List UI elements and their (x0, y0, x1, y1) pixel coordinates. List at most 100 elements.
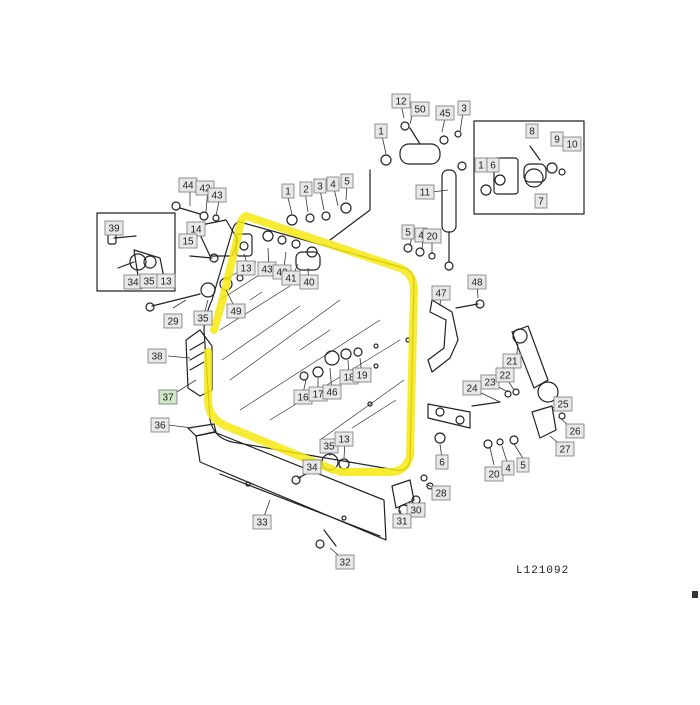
callout-box (326, 176, 340, 192)
lower-arm (427, 401, 519, 449)
callout-label: 22 (499, 371, 511, 382)
callout-box (252, 514, 272, 530)
callout-label: 19 (356, 371, 368, 382)
callout-box (406, 502, 426, 518)
callout-6: 6 (435, 454, 449, 470)
callout-box (340, 173, 354, 189)
callout-label: 10 (566, 140, 578, 151)
callout-box (391, 93, 411, 109)
callout-box (415, 184, 435, 200)
callout-label: 15 (182, 237, 194, 248)
callout-19: 19 (352, 367, 372, 383)
callout-label: 1 (285, 187, 291, 198)
callout-35: 35 (139, 273, 159, 289)
callout-label: 3 (317, 182, 323, 193)
callout-box (462, 380, 482, 396)
center-fixings (299, 337, 411, 407)
callout-1: 1 (374, 123, 388, 139)
callout-1: 1 (474, 157, 488, 173)
leader-lines (160, 103, 576, 562)
callout-label: 30 (410, 506, 422, 517)
callout-44: 44 (178, 177, 198, 193)
callout-13: 13 (236, 260, 256, 276)
callout-label: 25 (557, 400, 569, 411)
callout-label: 23 (484, 378, 496, 389)
callout-box (299, 274, 319, 290)
lower-panel (187, 423, 387, 549)
callout-5: 5 (401, 224, 415, 240)
callout-label: 13 (240, 264, 252, 275)
callout-39: 39 (104, 220, 124, 236)
callout-20: 20 (422, 228, 442, 244)
callout-label: 4 (418, 231, 424, 242)
callout-label: 21 (506, 357, 518, 368)
callout-label: 20 (488, 470, 500, 481)
inset-box-left (96, 212, 176, 292)
callout-label: 4 (330, 180, 336, 191)
callout-box (392, 513, 412, 529)
callout-label: 17 (312, 390, 324, 401)
callout-box (226, 303, 246, 319)
callout-41: 41 (281, 270, 301, 286)
callout-box (322, 384, 342, 400)
callout-3: 3 (313, 178, 327, 194)
callout-22: 22 (495, 367, 515, 383)
callout-label: 36 (154, 421, 166, 432)
callout-25: 25 (553, 396, 573, 412)
callout-43: 43 (207, 187, 227, 203)
callout-46: 46 (322, 384, 342, 400)
callout-box (401, 224, 415, 240)
callout-box (302, 459, 322, 475)
callout-label: 39 (108, 224, 120, 235)
callout-5: 5 (516, 457, 530, 473)
callout-27: 27 (555, 441, 575, 457)
callout-12: 12 (391, 93, 411, 109)
callout-label: 49 (230, 307, 242, 318)
callout-box (352, 367, 372, 383)
callout-label: 41 (285, 274, 297, 285)
callout-label: 42 (199, 184, 211, 195)
callout-box (104, 220, 124, 236)
callout-box (335, 554, 355, 570)
callout-36: 36 (150, 417, 170, 433)
callout-box (431, 285, 451, 301)
callout-label: 13 (160, 277, 172, 288)
callout-label: 32 (339, 558, 351, 569)
callout-label: 43 (261, 265, 273, 276)
callout-box (422, 228, 442, 244)
diagram-reference-code: L121092 (516, 565, 570, 577)
callout-label: 43 (211, 191, 223, 202)
callout-label: 20 (426, 232, 438, 243)
callout-29: 29 (163, 313, 183, 329)
callout-26: 26 (565, 423, 585, 439)
callout-8: 8 (525, 123, 539, 139)
callout-label: 28 (435, 489, 447, 500)
callout-14: 14 (186, 221, 206, 237)
callout-label: 4 (505, 464, 511, 475)
callout-label: 34 (127, 278, 139, 289)
callout-label: 6 (490, 161, 496, 172)
callout-box (516, 457, 530, 473)
callout-49: 49 (226, 303, 246, 319)
callout-label: 16 (297, 393, 309, 404)
callout-label: 37 (162, 393, 174, 404)
callout-label: 24 (466, 384, 478, 395)
callout-label: 3 (461, 104, 467, 115)
callout-label: 27 (559, 445, 571, 456)
callout-box (431, 485, 451, 501)
callout-1: 1 (281, 183, 295, 199)
callout-box (435, 105, 455, 121)
callout-box (467, 274, 487, 290)
callout-label: 35 (323, 442, 335, 453)
callout-20: 20 (484, 466, 504, 482)
callout-37: 37 (158, 389, 178, 405)
side-latch-bracket (427, 299, 485, 373)
callout-box (313, 178, 327, 194)
callout-box (334, 431, 354, 447)
callout-box (553, 396, 573, 412)
top-hinge-hardware (235, 202, 352, 271)
callout-3: 3 (457, 100, 471, 116)
callout-5: 5 (340, 173, 354, 189)
